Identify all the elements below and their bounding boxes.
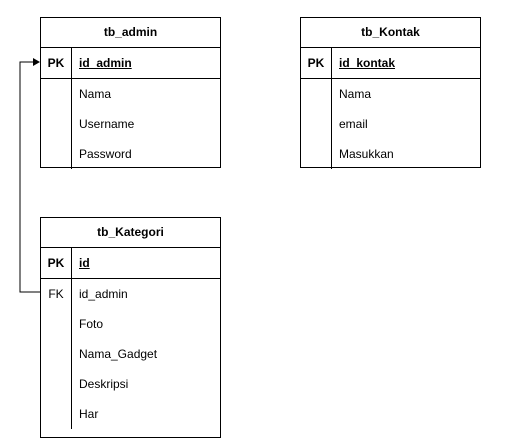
attribute-row: Username (41, 109, 220, 139)
attribute-field: Nama (79, 87, 112, 101)
attribute-field: Password (79, 147, 132, 161)
attribute-row-fk: FK id_admin (41, 279, 220, 309)
attribute-list: Nama Username Password (41, 79, 220, 169)
attribute-field: Masukkan (339, 147, 394, 161)
column-divider (331, 79, 332, 169)
attribute-row: Nama_Gadget (41, 339, 220, 369)
attribute-field: email (339, 117, 368, 131)
pk-field: id (79, 256, 90, 270)
attribute-row: Foto (41, 309, 220, 339)
attribute-field: Deskripsi (79, 377, 129, 391)
entity-tb-kontak[interactable]: tb_Kontak PK id_kontak Nama email Masukk… (300, 17, 481, 169)
attribute-field: id_admin (79, 287, 128, 301)
attribute-row: Password (41, 139, 220, 169)
column-divider (71, 279, 72, 429)
attribute-field: Nama (339, 87, 372, 101)
pk-label: PK (41, 248, 72, 278)
attribute-row: email (301, 109, 480, 139)
primary-key-row: PK id_admin (41, 48, 220, 79)
attribute-row: Deskripsi (41, 369, 220, 399)
arrow-head-icon (33, 58, 40, 66)
pk-field: id_kontak (339, 56, 396, 70)
entity-title: tb_admin (41, 18, 220, 48)
attribute-field: Foto (79, 317, 104, 331)
attribute-row: Nama (41, 79, 220, 109)
fk-label: FK (48, 287, 64, 301)
relationship-line (19, 61, 40, 293)
attribute-list: FK id_admin Foto Nama_Gadget Deskripsi H… (41, 279, 220, 429)
primary-key-row: PK id (41, 248, 220, 279)
attribute-field: Nama_Gadget (79, 347, 158, 361)
attribute-list: Nama email Masukkan (301, 79, 480, 169)
entity-title: tb_Kategori (41, 218, 220, 248)
primary-key-row: PK id_kontak (301, 48, 480, 79)
pk-label: PK (301, 48, 332, 78)
column-divider (71, 79, 72, 169)
pk-label: PK (41, 48, 72, 78)
pk-field: id_admin (79, 56, 132, 70)
attribute-field: Username (79, 117, 135, 131)
attribute-row: Masukkan (301, 139, 480, 169)
attribute-field: Har (79, 407, 99, 421)
attribute-row: Nama (301, 79, 480, 109)
entity-tb-admin[interactable]: tb_admin PK id_admin Nama Username Passw… (40, 17, 221, 169)
attribute-row: Har (41, 399, 220, 429)
entity-title: tb_Kontak (301, 18, 480, 48)
entity-tb-kategori[interactable]: tb_Kategori PK id FK id_admin Foto Nama_… (40, 217, 221, 438)
